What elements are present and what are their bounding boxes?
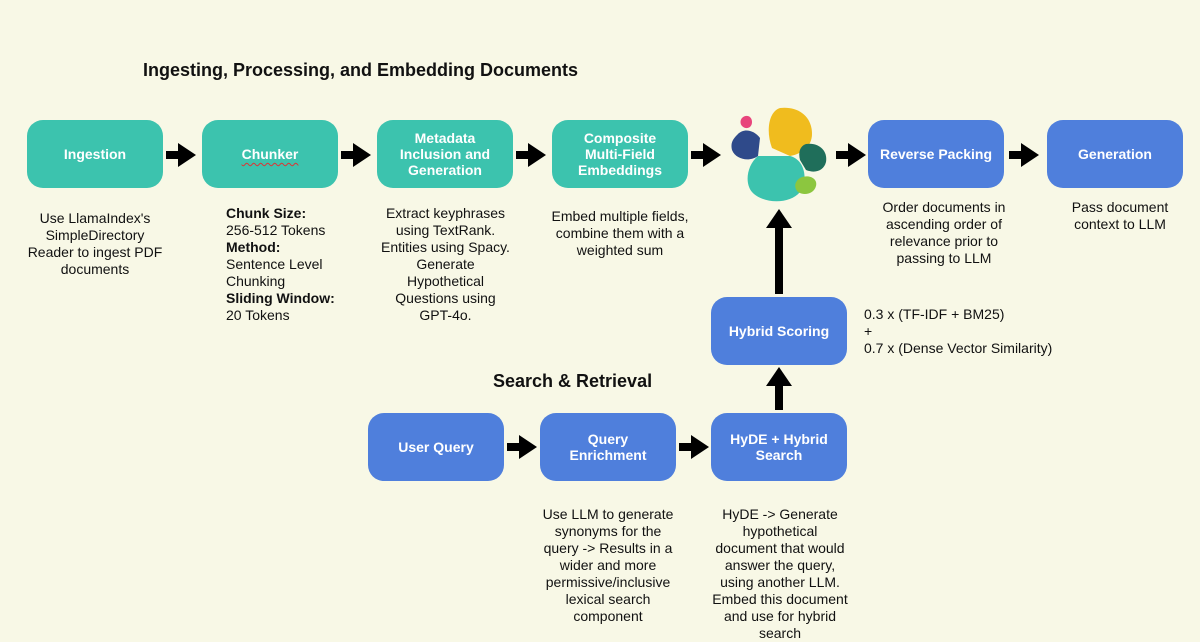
hyde-desc: HyDE -> Generate hypothetical document t… [712,506,848,641]
hyde-box: HyDE + Hybrid Search [711,413,847,481]
method-value-2: Chunking [226,273,286,289]
metadata-desc: Extract keyphrases using TextRank. Entit… [381,205,510,323]
formula-line-1: 0.3 x (TF-IDF + BM25) [864,306,1005,322]
generation-label: Generation [1078,146,1152,162]
chunk-size-value: 256-512 Tokens [226,222,326,238]
hyde-label: HyDE + Hybrid Search [730,431,828,463]
query-enrichment-label: Query Enrichment [569,431,647,463]
chunker-box: Chunker [202,120,338,188]
arrow-enrichment-hyde [679,435,709,459]
arrow-metadata-composite [516,143,546,167]
ingestion-box: Ingestion [27,120,163,188]
hybrid-scoring-label: Hybrid Scoring [728,323,830,339]
composite-desc: Embed multiple fields, combine them with… [551,208,689,258]
chunker-label: Chunker [241,146,299,162]
arrow-ingestion-chunker [166,143,196,167]
method-value-1: Sentence Level [226,256,323,272]
arrow-reverse-generation [1009,143,1039,167]
hybrid-scoring-formula: 0.3 x (TF-IDF + BM25) + 0.7 x (Dense Vec… [864,306,1052,357]
reverse-packing-label: Reverse Packing [879,146,993,162]
formula-line-3: 0.7 x (Dense Vector Similarity) [864,340,1053,356]
query-enrichment-box: Query Enrichment [540,413,676,481]
composite-box: Composite Multi-Field Embeddings [552,120,688,188]
arrow-scoring-logo [766,209,792,294]
user-query-box: User Query [368,413,504,481]
ingestion-label: Ingestion [63,146,127,162]
arrow-composite-logo [691,143,721,167]
elastic-logo-icon [731,107,827,202]
ingestion-desc: Use LlamaIndex's SimpleDirectory Reader … [27,210,163,277]
hybrid-scoring-box: Hybrid Scoring [711,297,847,365]
generation-desc: Pass document context to LLM [1071,199,1169,232]
user-query-label: User Query [398,439,474,455]
search-section-title: Search & Retrieval [493,371,653,391]
method-label: Method: [226,239,281,255]
metadata-label: Metadata Inclusion and Generation [399,130,491,178]
reverse-packing-box: Reverse Packing [868,120,1004,188]
sliding-window-value: 20 Tokens [226,307,290,323]
reverse-packing-desc: Order documents in ascending order of re… [882,199,1006,266]
composite-label: Composite Multi-Field Embeddings [577,130,662,178]
sliding-window-label: Sliding Window: [226,290,335,306]
query-enrichment-desc: Use LLM to generate synonyms for the que… [542,506,674,624]
chunker-desc: Chunk Size: 256-512 Tokens Method: Sente… [226,205,335,324]
chunk-size-label: Chunk Size: [226,205,307,221]
arrow-hyde-scoring [766,367,792,410]
arrow-chunker-metadata [341,143,371,167]
ingest-section-title: Ingesting, Processing, and Embedding Doc… [143,60,579,80]
metadata-box: Metadata Inclusion and Generation [377,120,513,188]
formula-line-2: + [864,323,873,339]
arrow-logo-reverse [836,143,866,167]
arrow-query-enrichment [507,435,537,459]
generation-box: Generation [1047,120,1183,188]
